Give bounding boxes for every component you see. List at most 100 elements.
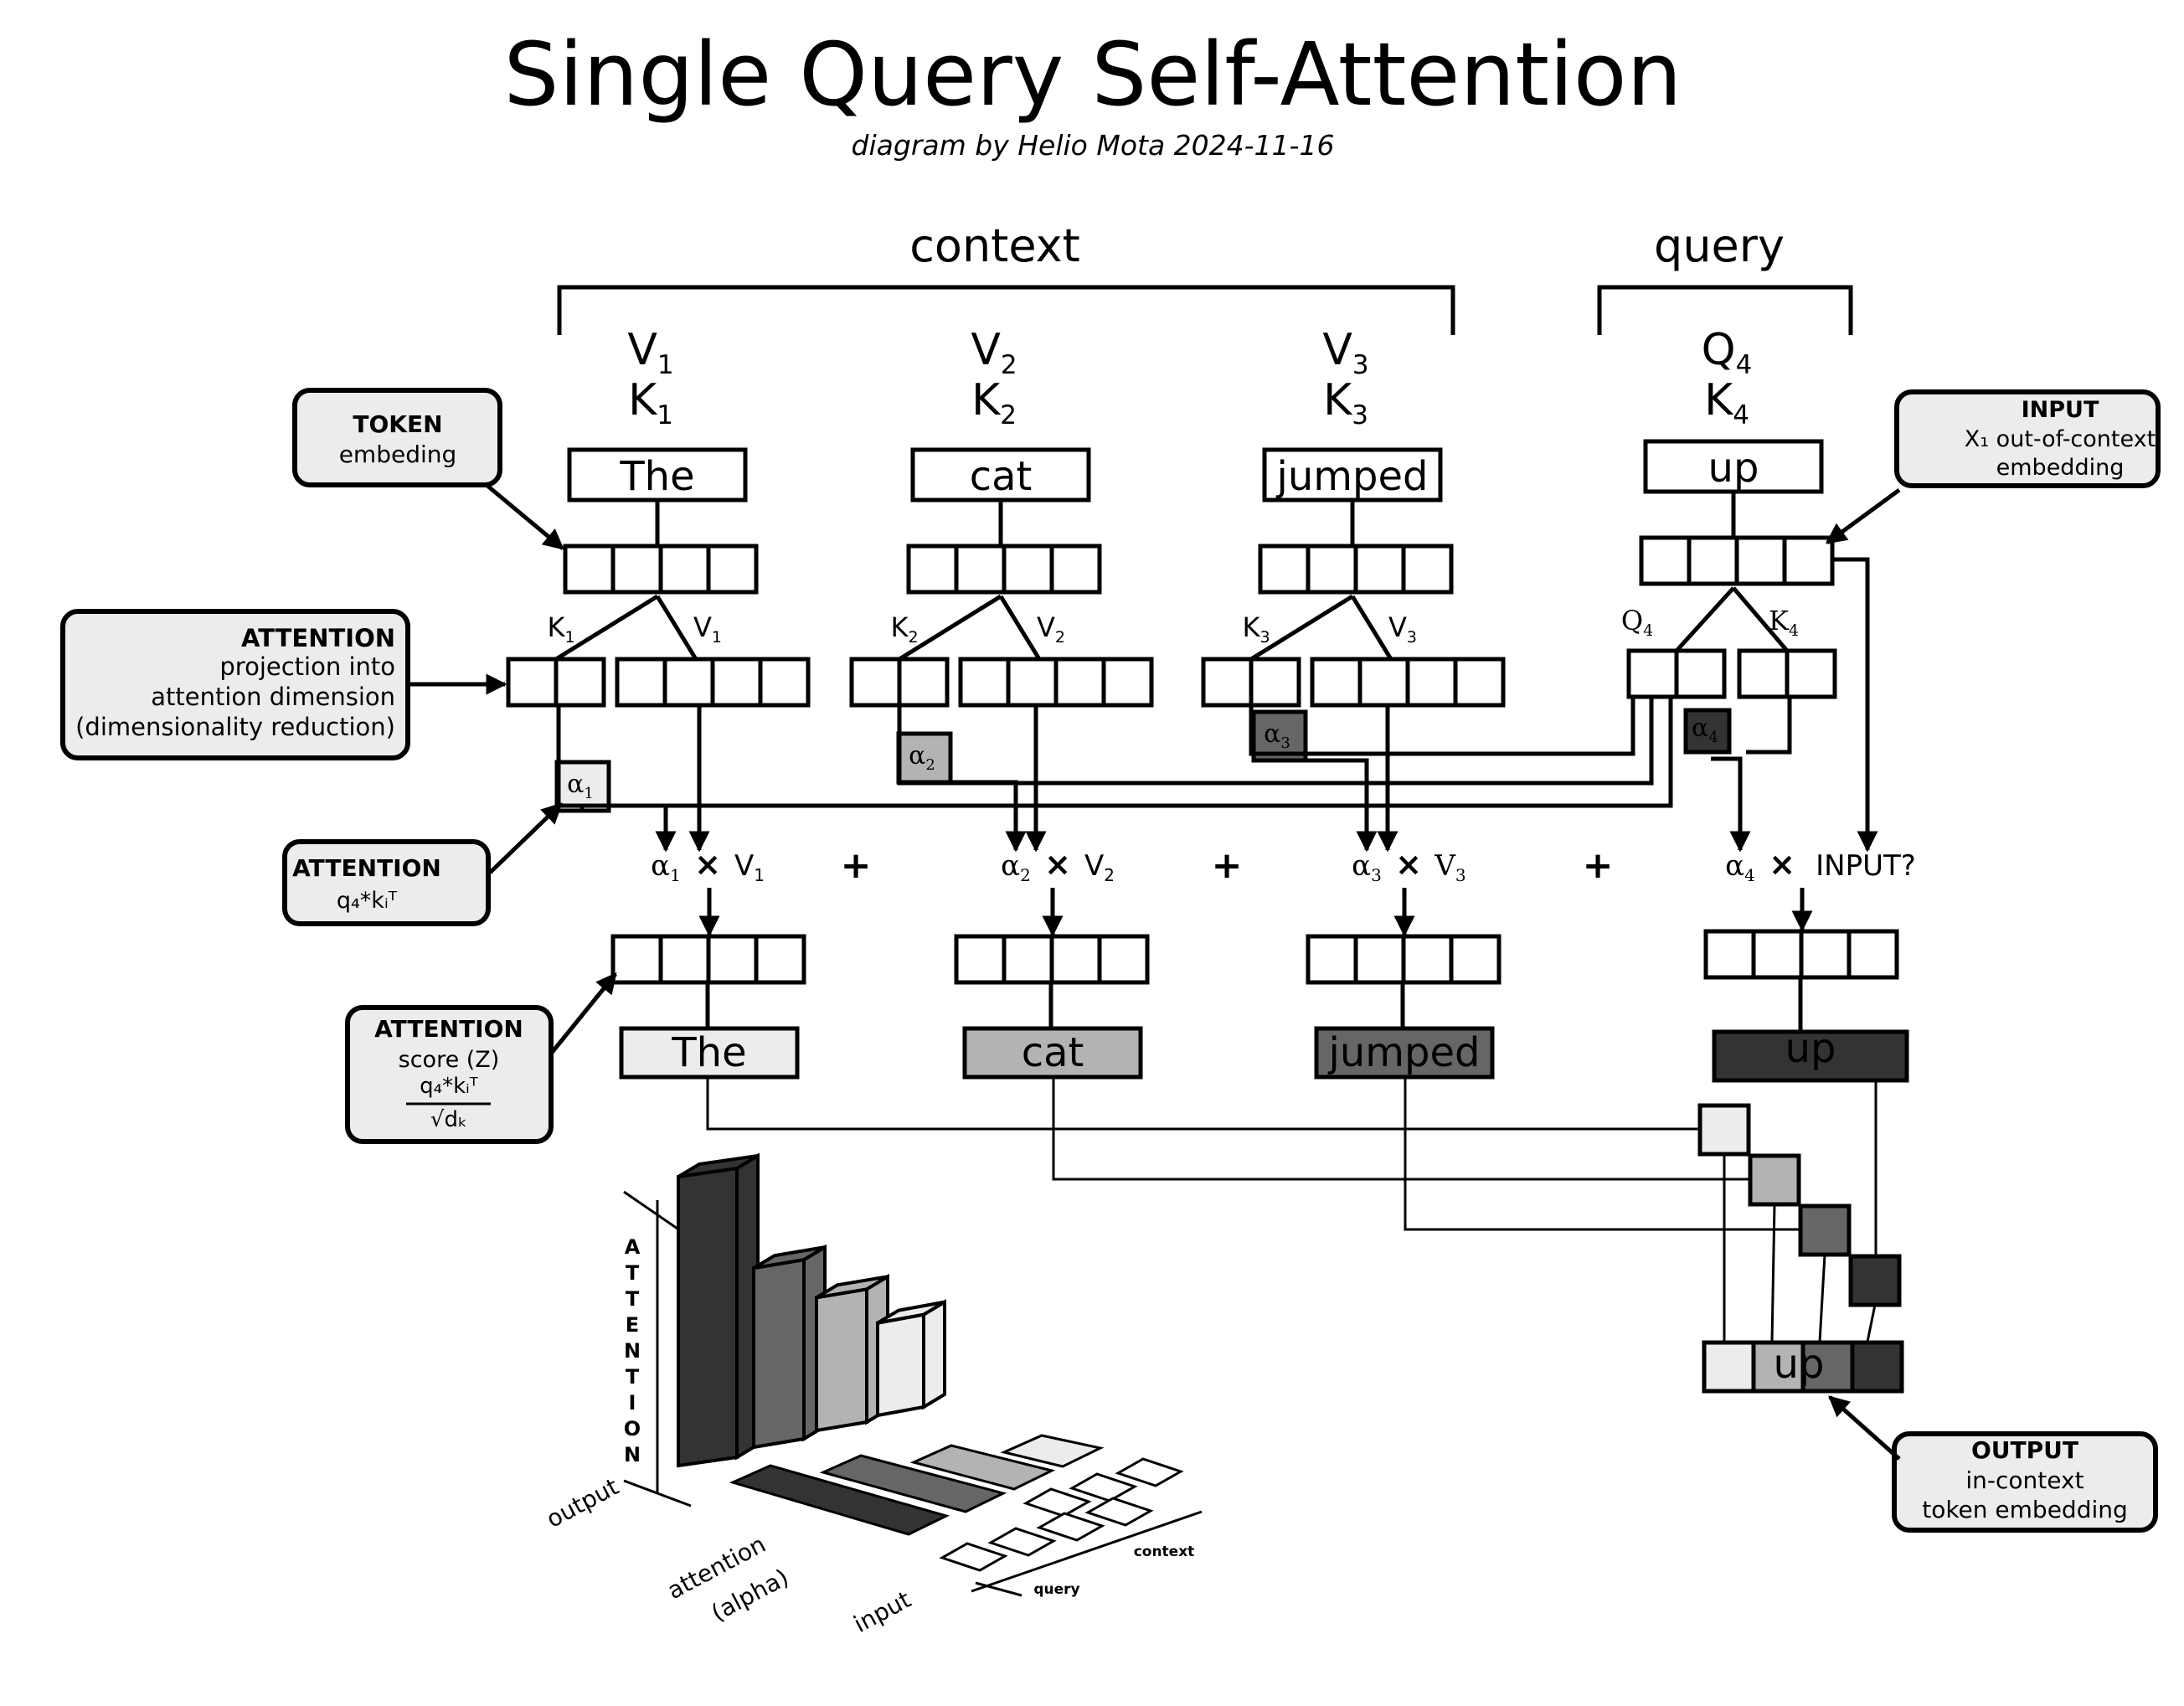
alpha-label: α3 — [1264, 719, 1290, 752]
projection-callout-line: projection into — [219, 652, 395, 681]
token-embedding-cell — [706, 544, 759, 595]
product-alpha: α1 — [651, 849, 681, 885]
bar-front — [677, 1166, 739, 1468]
column-bottom-label-sub: 2 — [1000, 400, 1017, 430]
branch-label-right: K4 — [1769, 605, 1799, 640]
token-embedding-cell — [1306, 544, 1358, 595]
query-brace — [975, 1581, 1022, 1597]
k-projection-cell — [506, 657, 559, 708]
k-projection-cell — [554, 657, 606, 708]
branch-label-left: K1 — [547, 611, 574, 647]
output-word: cat — [1022, 1029, 1084, 1076]
branch-label-right-sub: 4 — [1789, 621, 1799, 640]
alpha-label-main: α — [567, 770, 584, 799]
matrix-feed — [1404, 1079, 1800, 1231]
plus-symbol: + — [1212, 844, 1243, 887]
alpha-label: α1 — [567, 770, 594, 802]
v-projection-cell — [958, 657, 1011, 708]
branch-label-left-main: Q — [1621, 605, 1643, 637]
column-bottom-label-main: K — [971, 375, 1002, 425]
k-projection-cell — [1785, 648, 1837, 699]
q-projection-cell — [1626, 648, 1679, 699]
column-bottom-label-main: K — [628, 375, 658, 425]
output-embedding-cell — [1847, 929, 1899, 980]
matrix-cell — [1697, 1103, 1751, 1157]
projection-callout-line: attention dimension — [151, 683, 395, 711]
branch-label-left: Q4 — [1621, 605, 1653, 640]
matrix-feed — [1052, 1079, 1750, 1181]
product-value-main: V — [734, 849, 754, 883]
input-square — [1036, 1512, 1105, 1542]
context-square — [1115, 1457, 1184, 1487]
bar-front — [752, 1257, 806, 1450]
alpha-label: α2 — [909, 741, 935, 774]
plus-symbol: + — [1583, 844, 1614, 887]
chart-vertical-letter: N — [624, 1339, 641, 1363]
alpha-arrow — [1711, 756, 1751, 853]
alpha-box — [1683, 708, 1732, 755]
route-k4 — [1746, 697, 1792, 755]
v-projection-cell — [1453, 657, 1506, 708]
v-projection-cell — [1006, 657, 1059, 708]
alpha-label-sub: 3 — [1280, 734, 1290, 752]
token-word: up — [1708, 445, 1759, 492]
context-square — [1022, 1487, 1092, 1518]
route-k1 — [556, 697, 1673, 808]
k-projection-cell — [897, 657, 950, 708]
score-callout-arrow — [549, 972, 617, 1055]
alpha-slab — [1000, 1434, 1105, 1468]
alpha-label-main: α — [1264, 719, 1280, 749]
column-bottom-label-sub: 1 — [657, 400, 673, 430]
route-k2 — [897, 697, 1654, 786]
product-alpha: α2 — [1001, 849, 1031, 885]
alpha-slab — [729, 1464, 950, 1536]
output-callout-arrow — [1828, 1395, 1901, 1461]
k-branch — [554, 594, 659, 662]
final-output-cell — [1702, 1340, 1756, 1394]
projection-callout — [60, 609, 410, 760]
k-projection-cell — [849, 657, 902, 708]
v-projection-cell — [1101, 657, 1154, 708]
bar-top — [876, 1300, 946, 1325]
output-callout-line: token embedding — [1922, 1496, 2128, 1523]
output-callout-line: in-context — [1965, 1466, 2084, 1494]
output-embedding-cell — [1353, 934, 1406, 985]
product-value-sub: 3 — [1455, 865, 1466, 885]
branch-label-left: K2 — [890, 611, 918, 647]
alpha-label-main: α — [1692, 714, 1708, 743]
output-embedding-cell — [658, 934, 711, 985]
token-callout-line: embeding — [339, 441, 457, 468]
token-embedding-cell — [1353, 544, 1406, 595]
column-top-label-main: V — [1322, 325, 1352, 375]
token-embedding-cell — [1258, 544, 1311, 595]
column-bottom-label: K4 — [1704, 375, 1749, 430]
chart-vertical-letter: A — [625, 1235, 641, 1259]
attention-3d-chart: ATTENTIONoutputattention(alpha)inputcont… — [542, 1152, 1203, 1638]
product-value-main: V — [1084, 849, 1104, 883]
product-alpha: α4 — [1725, 849, 1755, 885]
times-symbol: × — [694, 846, 721, 883]
plus-symbol: + — [841, 844, 872, 887]
weighted-products: α1×V1+α2×V2+α3×V3+α4×INPUT? — [579, 557, 1916, 887]
output-callout-title: OUTPUT — [1971, 1436, 2078, 1464]
matrix-drop — [1770, 1203, 1776, 1343]
chart-vertical-letter: T — [626, 1287, 640, 1311]
token-embedding-cell — [954, 544, 1007, 595]
output-embedding-cell — [706, 934, 759, 985]
branch-label-right-sub: 1 — [712, 628, 722, 647]
chart-label-query: query — [1033, 1581, 1079, 1598]
branch-label-right: V3 — [1388, 611, 1417, 647]
times-symbol: × — [1769, 846, 1795, 883]
product-value-main: V — [1434, 849, 1456, 883]
alpha-arrow — [924, 780, 1027, 853]
output-word: jumped — [1328, 1029, 1481, 1076]
token-word-box — [1262, 447, 1443, 503]
v-projection-cell — [615, 657, 667, 708]
product-alpha-main: α — [1352, 849, 1371, 883]
input-callout-title: INPUT — [2022, 397, 2099, 423]
matrix-cell — [1748, 1153, 1801, 1207]
